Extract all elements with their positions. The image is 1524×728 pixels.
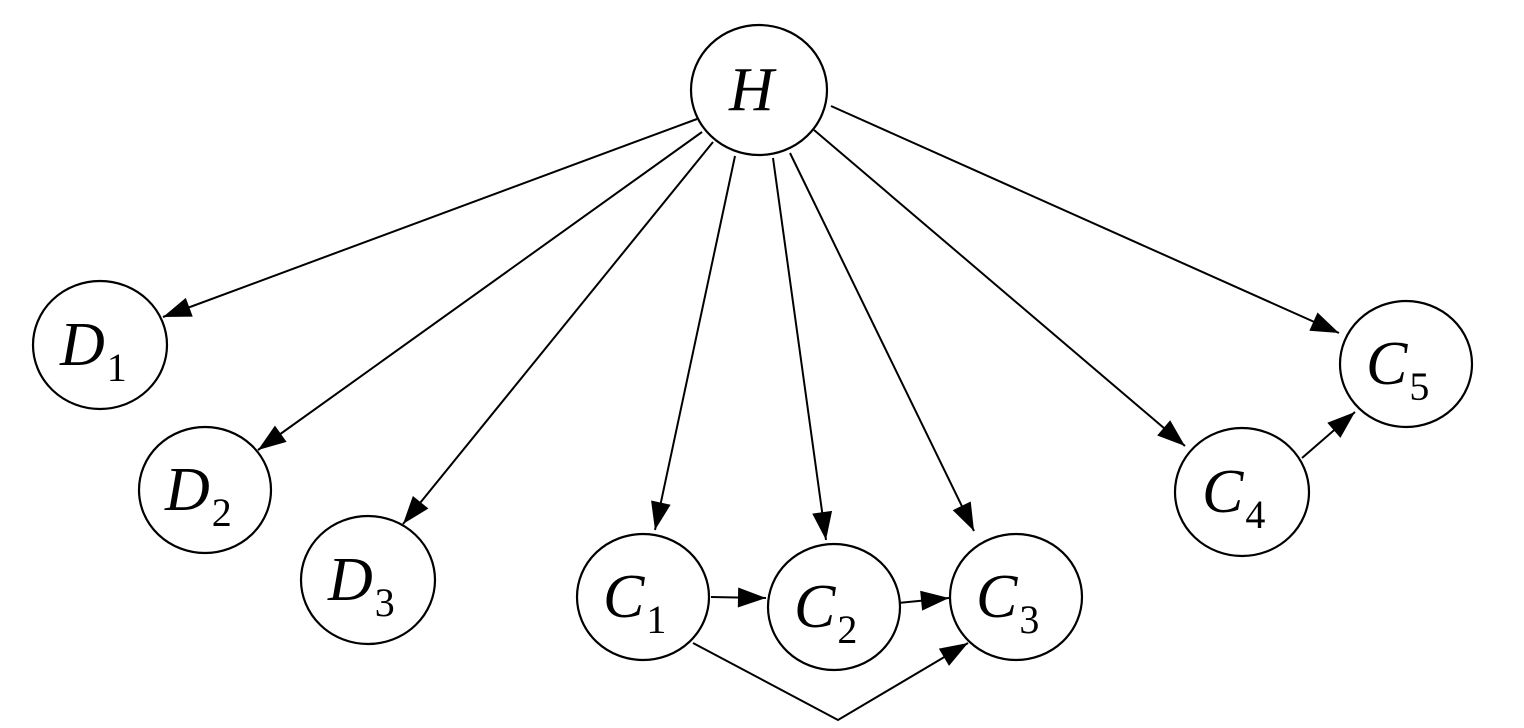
node-label: C4	[1202, 458, 1265, 537]
edge-arrowhead	[938, 643, 968, 666]
edge-arrowhead	[163, 297, 193, 317]
edges-layer	[162, 105, 1356, 722]
node-c1: C1	[575, 532, 711, 662]
edge-h-to-c3	[789, 152, 975, 532]
node-circle	[689, 23, 829, 157]
node-subscript: 3	[1019, 597, 1039, 642]
edge-c4-to-c5	[1301, 411, 1356, 459]
node-c4: C4	[1173, 426, 1311, 558]
node-d3: D3	[299, 514, 437, 646]
node-circle	[1173, 426, 1311, 558]
edge-line	[654, 155, 736, 531]
edge-h-to-d3	[402, 141, 714, 525]
edge-arrowhead	[1157, 420, 1185, 446]
node-circle	[31, 279, 169, 411]
node-circle	[137, 425, 273, 555]
edge-arrowhead	[920, 590, 949, 611]
node-circle	[1338, 299, 1474, 429]
node-subscript: 3	[375, 580, 395, 625]
edge-arrowhead	[952, 501, 974, 531]
node-c5: C5	[1338, 299, 1474, 429]
edge-arrowhead	[737, 587, 766, 608]
edge-line	[789, 152, 975, 532]
edge-line	[813, 129, 1186, 447]
node-circle	[299, 514, 437, 646]
edge-line	[772, 157, 827, 541]
node-label: D1	[59, 311, 127, 390]
node-label: C3	[976, 563, 1039, 642]
edge-arrowhead	[1309, 312, 1339, 333]
edge-c2-to-c3	[897, 590, 950, 611]
edge-c1-to-c2	[710, 587, 767, 608]
edge-line	[162, 118, 698, 318]
edge-arrowhead	[1327, 412, 1355, 438]
edge-arrowhead	[812, 510, 833, 540]
node-circle	[766, 542, 902, 672]
edge-h-to-c2	[772, 157, 833, 541]
node-subscript: 2	[837, 607, 857, 652]
edge-h-to-d1	[162, 118, 698, 318]
edge-line	[402, 141, 714, 525]
edge-arrowhead	[258, 425, 287, 450]
node-h: H	[689, 23, 829, 157]
edge-h-to-c1	[651, 155, 736, 531]
node-d1: D1	[31, 279, 169, 411]
node-label: H	[728, 56, 777, 124]
node-label: C5	[1366, 330, 1429, 409]
edge-line	[257, 131, 703, 451]
node-d2: D2	[137, 425, 273, 555]
edge-line	[692, 642, 969, 722]
node-subscript: 1	[646, 597, 666, 642]
node-label: C2	[794, 573, 857, 652]
node-label: D2	[164, 456, 232, 535]
node-label: D3	[327, 546, 395, 625]
edge-arrowhead	[403, 495, 429, 524]
node-c2: C2	[766, 542, 902, 672]
edge-h-to-d2	[257, 131, 703, 451]
edge-h-to-c5	[830, 105, 1340, 334]
node-subscript: 5	[1409, 364, 1429, 409]
edge-line	[830, 105, 1340, 334]
edge-arrowhead	[651, 500, 671, 530]
node-circle	[948, 532, 1084, 662]
node-circle	[575, 532, 711, 662]
edge-h-to-c4	[813, 129, 1186, 447]
edge-c1-to-c3	[692, 642, 969, 722]
node-subscript: 4	[1245, 492, 1265, 537]
node-c3: C3	[948, 532, 1084, 662]
node-label: C1	[603, 563, 666, 642]
node-subscript: 2	[212, 490, 232, 535]
node-subscript: 1	[107, 345, 127, 390]
